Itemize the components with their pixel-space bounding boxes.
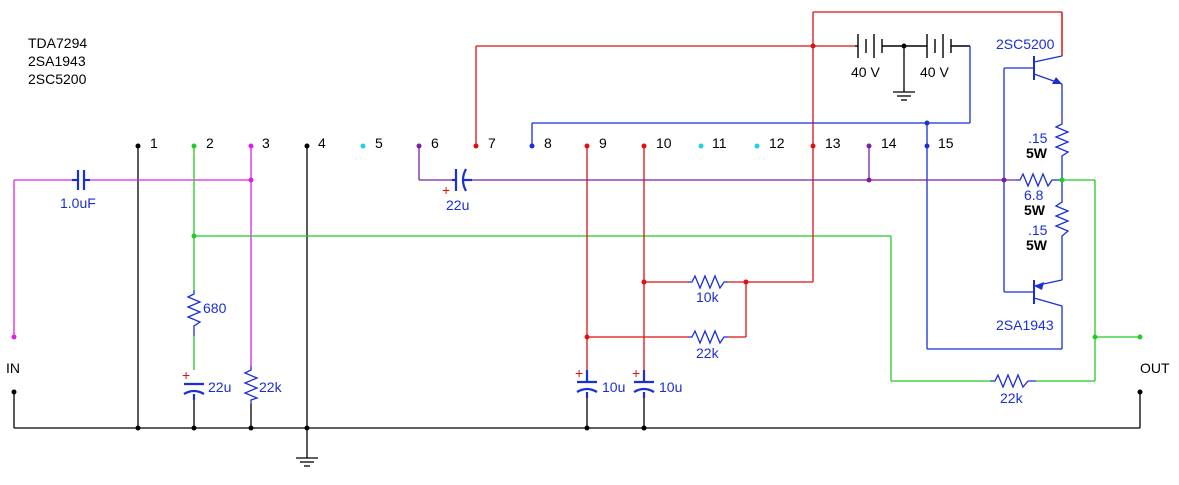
resistor-feedback-label: 22k (1000, 390, 1024, 406)
pin-label-15: 15 (938, 135, 954, 151)
pin-label-9: 9 (599, 135, 607, 151)
capacitor-pin9-plus: + (575, 365, 583, 381)
junction-dots (11, 43, 1143, 431)
output-stage (1016, 55, 1070, 307)
pin-label-7: 7 (488, 135, 496, 151)
battery-left (855, 34, 924, 58)
pin-label-2: 2 (206, 135, 214, 151)
capacitor-pin6-label: 22u (446, 197, 469, 213)
pin-label-4: 4 (318, 135, 326, 151)
q-top-label: 2SC5200 (996, 36, 1055, 52)
battery-left-label: 40 V (851, 64, 880, 80)
capacitor-pin10-label: 10u (659, 379, 682, 395)
pin-label-13: 13 (825, 135, 841, 151)
capacitor-pin6 (452, 168, 472, 192)
pin-label-6: 6 (431, 135, 439, 151)
r-base-w: 5W (1024, 202, 1046, 218)
r-emitter-top-label: .15 (1028, 130, 1048, 146)
ground-net (13, 146, 1141, 458)
resistor-10k (688, 274, 728, 290)
resistor-feedback (990, 373, 1036, 389)
resistor-22k-mid-label: 22k (696, 345, 720, 361)
capacitor-pin2-label: 22u (208, 379, 231, 395)
q-top-emitter-arrow (1052, 77, 1062, 84)
pin-label-3: 3 (262, 135, 270, 151)
capacitor-pin9-label: 10u (602, 379, 625, 395)
ground-symbol-main (296, 457, 318, 467)
output-label: OUT (1140, 360, 1170, 376)
negative-supply-net (531, 46, 1063, 350)
r-emitter-top-w: 5W (1026, 145, 1048, 161)
resistor-pin3-label: 22k (259, 379, 283, 395)
battery-right-label: 40 V (920, 64, 949, 80)
pin-label-1: 1 (150, 135, 158, 151)
capacitor-pin2 (183, 382, 205, 400)
pin-dots (135, 143, 930, 149)
pin-label-11: 11 (712, 135, 727, 151)
r-emitter-bot-label: .15 (1028, 222, 1048, 238)
q-bottom-label: 2SA1943 (996, 317, 1054, 333)
r-base-label: 6.8 (1024, 187, 1044, 203)
battery-right (924, 34, 970, 58)
capacitor-pin10 (633, 370, 655, 398)
pin-label-12: 12 (769, 135, 785, 151)
pin-label-5: 5 (375, 135, 383, 151)
input-label: IN (6, 360, 20, 376)
resistor-10k-label: 10k (696, 289, 720, 305)
input-capacitor-label: 1.0uF (60, 195, 96, 211)
pin-label-14: 14 (881, 135, 897, 151)
pin-labels: 1 2 3 4 5 6 7 8 9 10 11 12 13 14 15 (150, 135, 954, 151)
capacitor-pin6-plus: + (442, 182, 450, 198)
capacitor-pin9 (576, 370, 598, 398)
part-2sc5200-label: 2SC5200 (28, 71, 87, 87)
signal-net (418, 146, 1016, 181)
resistor-680 (186, 290, 202, 336)
feedback-net (193, 146, 1140, 382)
part-tda7294-label: TDA7294 (28, 35, 87, 51)
q-bottom-emitter-arrow (1034, 282, 1044, 290)
capacitor-pin2-plus: + (182, 367, 190, 383)
part-2sa1943-label: 2SA1943 (28, 53, 86, 69)
pin-label-10: 10 (656, 135, 672, 151)
resistor-680-label: 680 (203, 300, 227, 316)
r-emitter-bot-w: 5W (1026, 237, 1048, 253)
resistor-pin3 (243, 366, 259, 404)
input-net (13, 146, 252, 366)
resistor-22k-mid (688, 329, 728, 345)
input-capacitor (72, 170, 90, 190)
positive-supply-net (475, 11, 1063, 370)
pin-label-8: 8 (544, 135, 552, 151)
capacitor-pin10-plus: + (632, 365, 640, 381)
ground-symbol-battery (893, 46, 915, 101)
